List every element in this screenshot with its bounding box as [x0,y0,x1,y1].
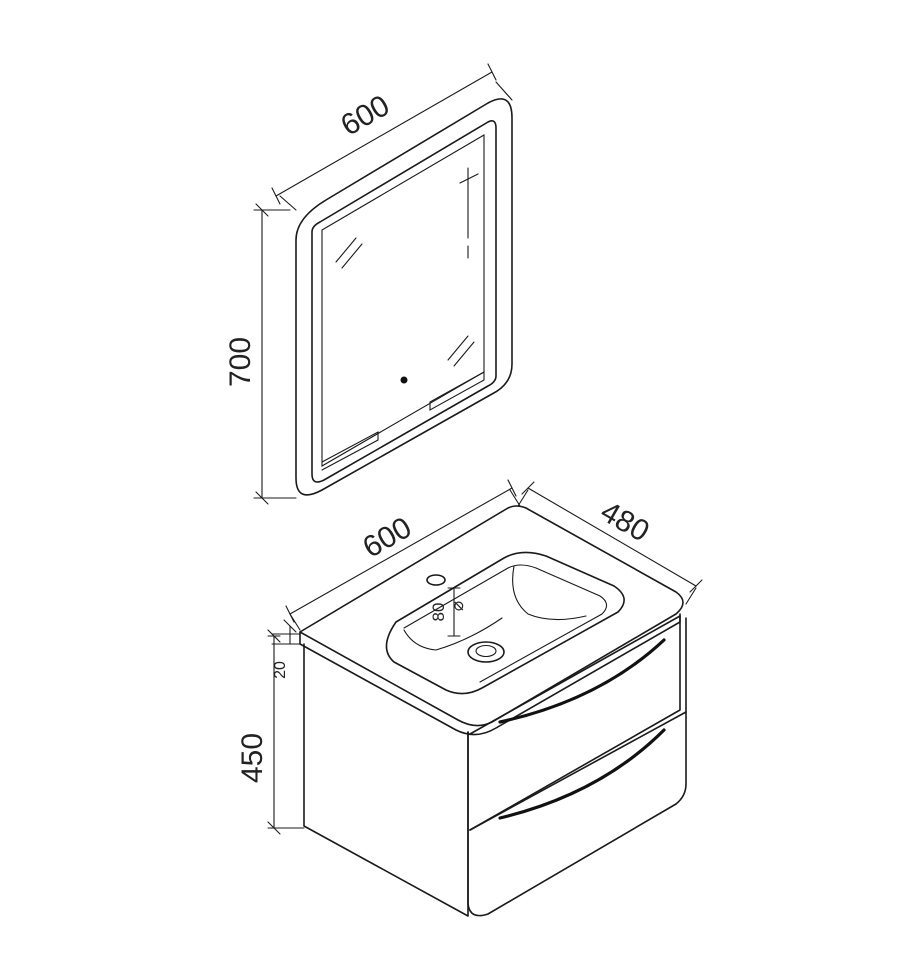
basin-bowl-outer [385,551,625,695]
mirror-glass-panel [321,134,485,467]
vanity-depth-dimension: 480 [517,481,703,605]
mirror-outer-frame [295,98,513,496]
vanity: 80 ⌀ 600 480 [236,479,703,917]
mirror-defogger-sensor-mark [459,167,479,259]
mirror-glare-marks [335,237,475,367]
countertop-front-edge [299,613,681,736]
basin-bowl-inner-curve [512,565,587,621]
countertop-top-surface [299,505,684,727]
tap-hole-icon [426,574,446,586]
mirror-height-dimension: 700 [224,203,297,505]
drawer-lower [469,711,687,831]
basin-bowl-inner [403,564,608,683]
drawer-upper-handle [498,638,666,724]
drawer-lower-handle [498,728,666,820]
tap-hole-offset-label: 80 [429,603,448,622]
cabinet-height-dimension: 450 [236,629,305,835]
mirror: 600 700 [224,63,513,505]
tap-hole-diameter-mark: ⌀ [448,601,467,611]
cabinet-side-panel [303,643,469,917]
mirror-height-label: 700 [224,337,257,387]
tap-hole-offset-dimension: 80 ⌀ [429,587,467,637]
countertop-thickness-label: 20 [272,661,289,679]
mirror-bottom-left-strip [321,431,379,471]
mirror-width-label: 600 [335,89,395,143]
mirror-bottom-right-strip [429,371,485,411]
mirror-light-strip [311,120,497,483]
mirror-width-dimension: 600 [271,63,513,211]
vanity-width-dimension: 600 [285,479,521,631]
basin-bowl-inner-curve-left [403,617,503,651]
vanity-depth-label: 480 [595,495,655,549]
drain-icon [467,641,505,663]
cabinet-front-outline [467,617,687,917]
vanity-width-label: 600 [357,511,417,565]
countertop-thickness-dimension: 20 [271,619,301,679]
drawer-upper [469,615,681,831]
cabinet-height-label: 450 [236,733,269,783]
mirror-touch-switch-icon [400,376,408,384]
